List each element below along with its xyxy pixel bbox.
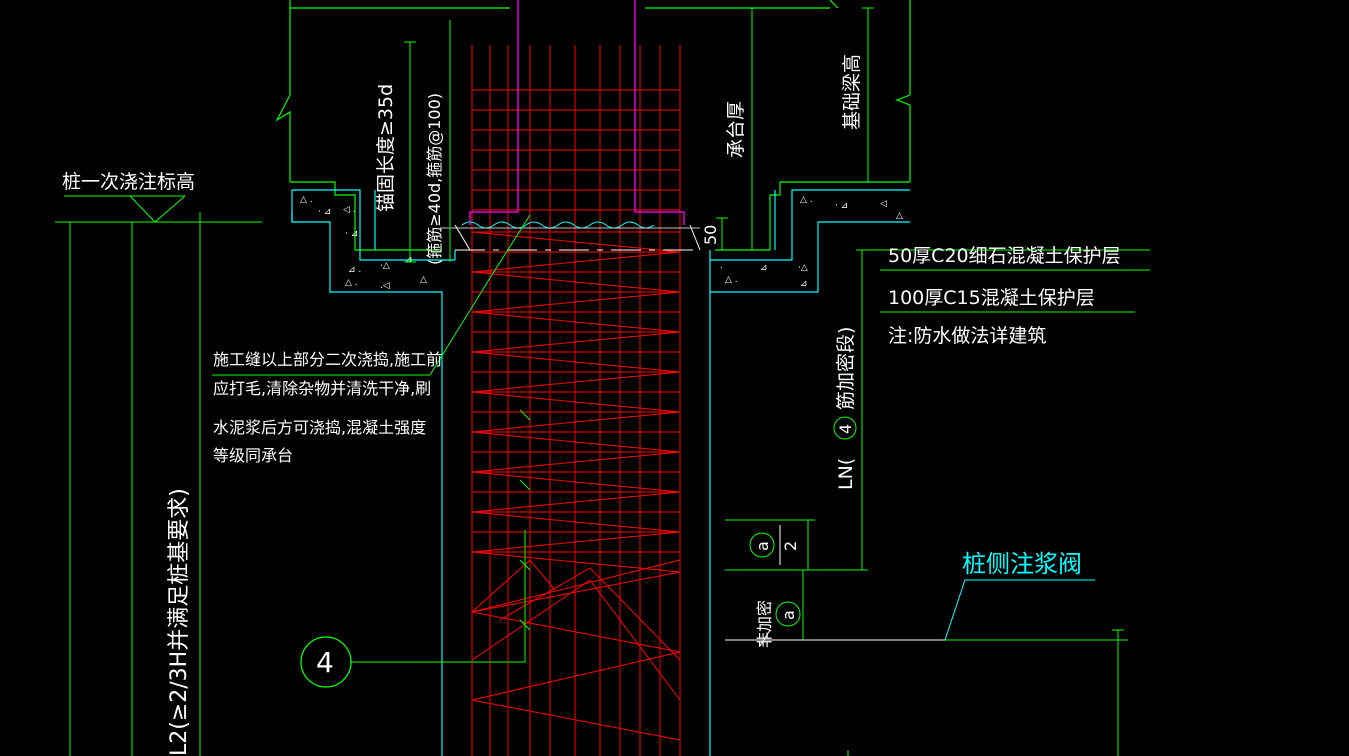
column-bars [469,0,685,225]
pile-rebar-cage [471,45,681,756]
protect-layer-c15-label: 100厚C15混凝土保护层 [888,287,1095,309]
svg-text:· ⊿: · ⊿ [835,201,848,211]
ln-label-suffix: 筋加密段) [835,327,857,410]
svg-text:△: △ [896,211,903,221]
joint-note-line1: 施工缝以上部分二次浇捣,施工前 [213,350,442,369]
svg-text:△: △ [420,275,427,285]
svg-text:.◁: .◁ [380,281,390,291]
a-over-2-dimension: a 2 [749,532,800,558]
dim-a-label: a [753,541,772,551]
grout-valve-label: 桩侧注浆阀 [962,550,1082,578]
waterproof-note-label: 注:防水做法详建筑 [888,325,1046,347]
svg-text:◁ .: ◁ . [343,205,356,215]
dim-50-label: 50 [701,225,720,245]
svg-text:· ⊿: · ⊿ [345,229,358,239]
svg-text:⊿: ⊿ [405,255,413,265]
svg-text:◁: ◁ [880,199,887,209]
concrete-hatch: △ . · ⊿ ◁ . · ⊿ ⊿ . ·△ △ . .◁ △ ⊿ △ . · … [300,195,903,291]
grout-valve-leader [725,579,1095,647]
ln-label-prefix: LN( [835,458,857,490]
stirrup-note-label: (箍筋≥40d,箍筋@100) [425,93,444,265]
anchor-length-label: 锚固长度≥35d [375,84,397,212]
detail-bubble-4: 4 [300,636,352,688]
bubble-4-label: 4 [316,646,334,679]
protect-layer-c20-label: 50厚C20细石混凝土保护层 [888,245,1121,267]
joint-note-line4: 等级同承台 [213,446,293,465]
svg-text:· ⊿: · ⊿ [318,207,331,217]
svg-text:·△: ·△ [380,261,390,271]
cap-thickness-label: 承台厚 [725,101,747,158]
svg-text:△ .: △ . [345,278,358,288]
svg-text:△ .: △ . [800,195,813,205]
joint-note-line3: 水泥浆后方可浇捣,混凝土强度 [213,418,426,437]
svg-text:△ .: △ . [300,195,313,205]
svg-text:·△: ·△ [798,263,808,273]
foundation-beam-height-label: 基础梁高 [841,54,863,130]
ln-label-circle-number: 4 [836,424,855,434]
l2-dimension-label: L2(≥2/3H并满足桩基要求) [167,488,192,756]
construction-joint-line [440,221,701,251]
rebar-stop-dimension: 非加密 a [755,600,801,648]
pile-first-pour-elevation-label: 桩一次浇注标高 [62,171,195,193]
svg-text:⊿: ⊿ [800,279,808,289]
dim-a2-label: a [779,610,798,620]
svg-text:⊿ .: ⊿ . [348,265,361,275]
protective-layer-outline [291,189,910,756]
svg-text:.: . [720,261,723,271]
ln-dimension-label: LN( 4 筋加密段) [833,327,857,490]
dim-2-label: 2 [781,541,800,551]
joint-note-line2: 应打毛,清除杂物并清洗干净,刷 [213,379,431,398]
svg-text:⊿: ⊿ [760,263,768,273]
tick-marks [519,409,531,631]
rebar-stop-label: 非加密 [755,600,774,648]
foundation-outline [275,0,911,251]
svg-text:△ .: △ . [725,275,738,285]
